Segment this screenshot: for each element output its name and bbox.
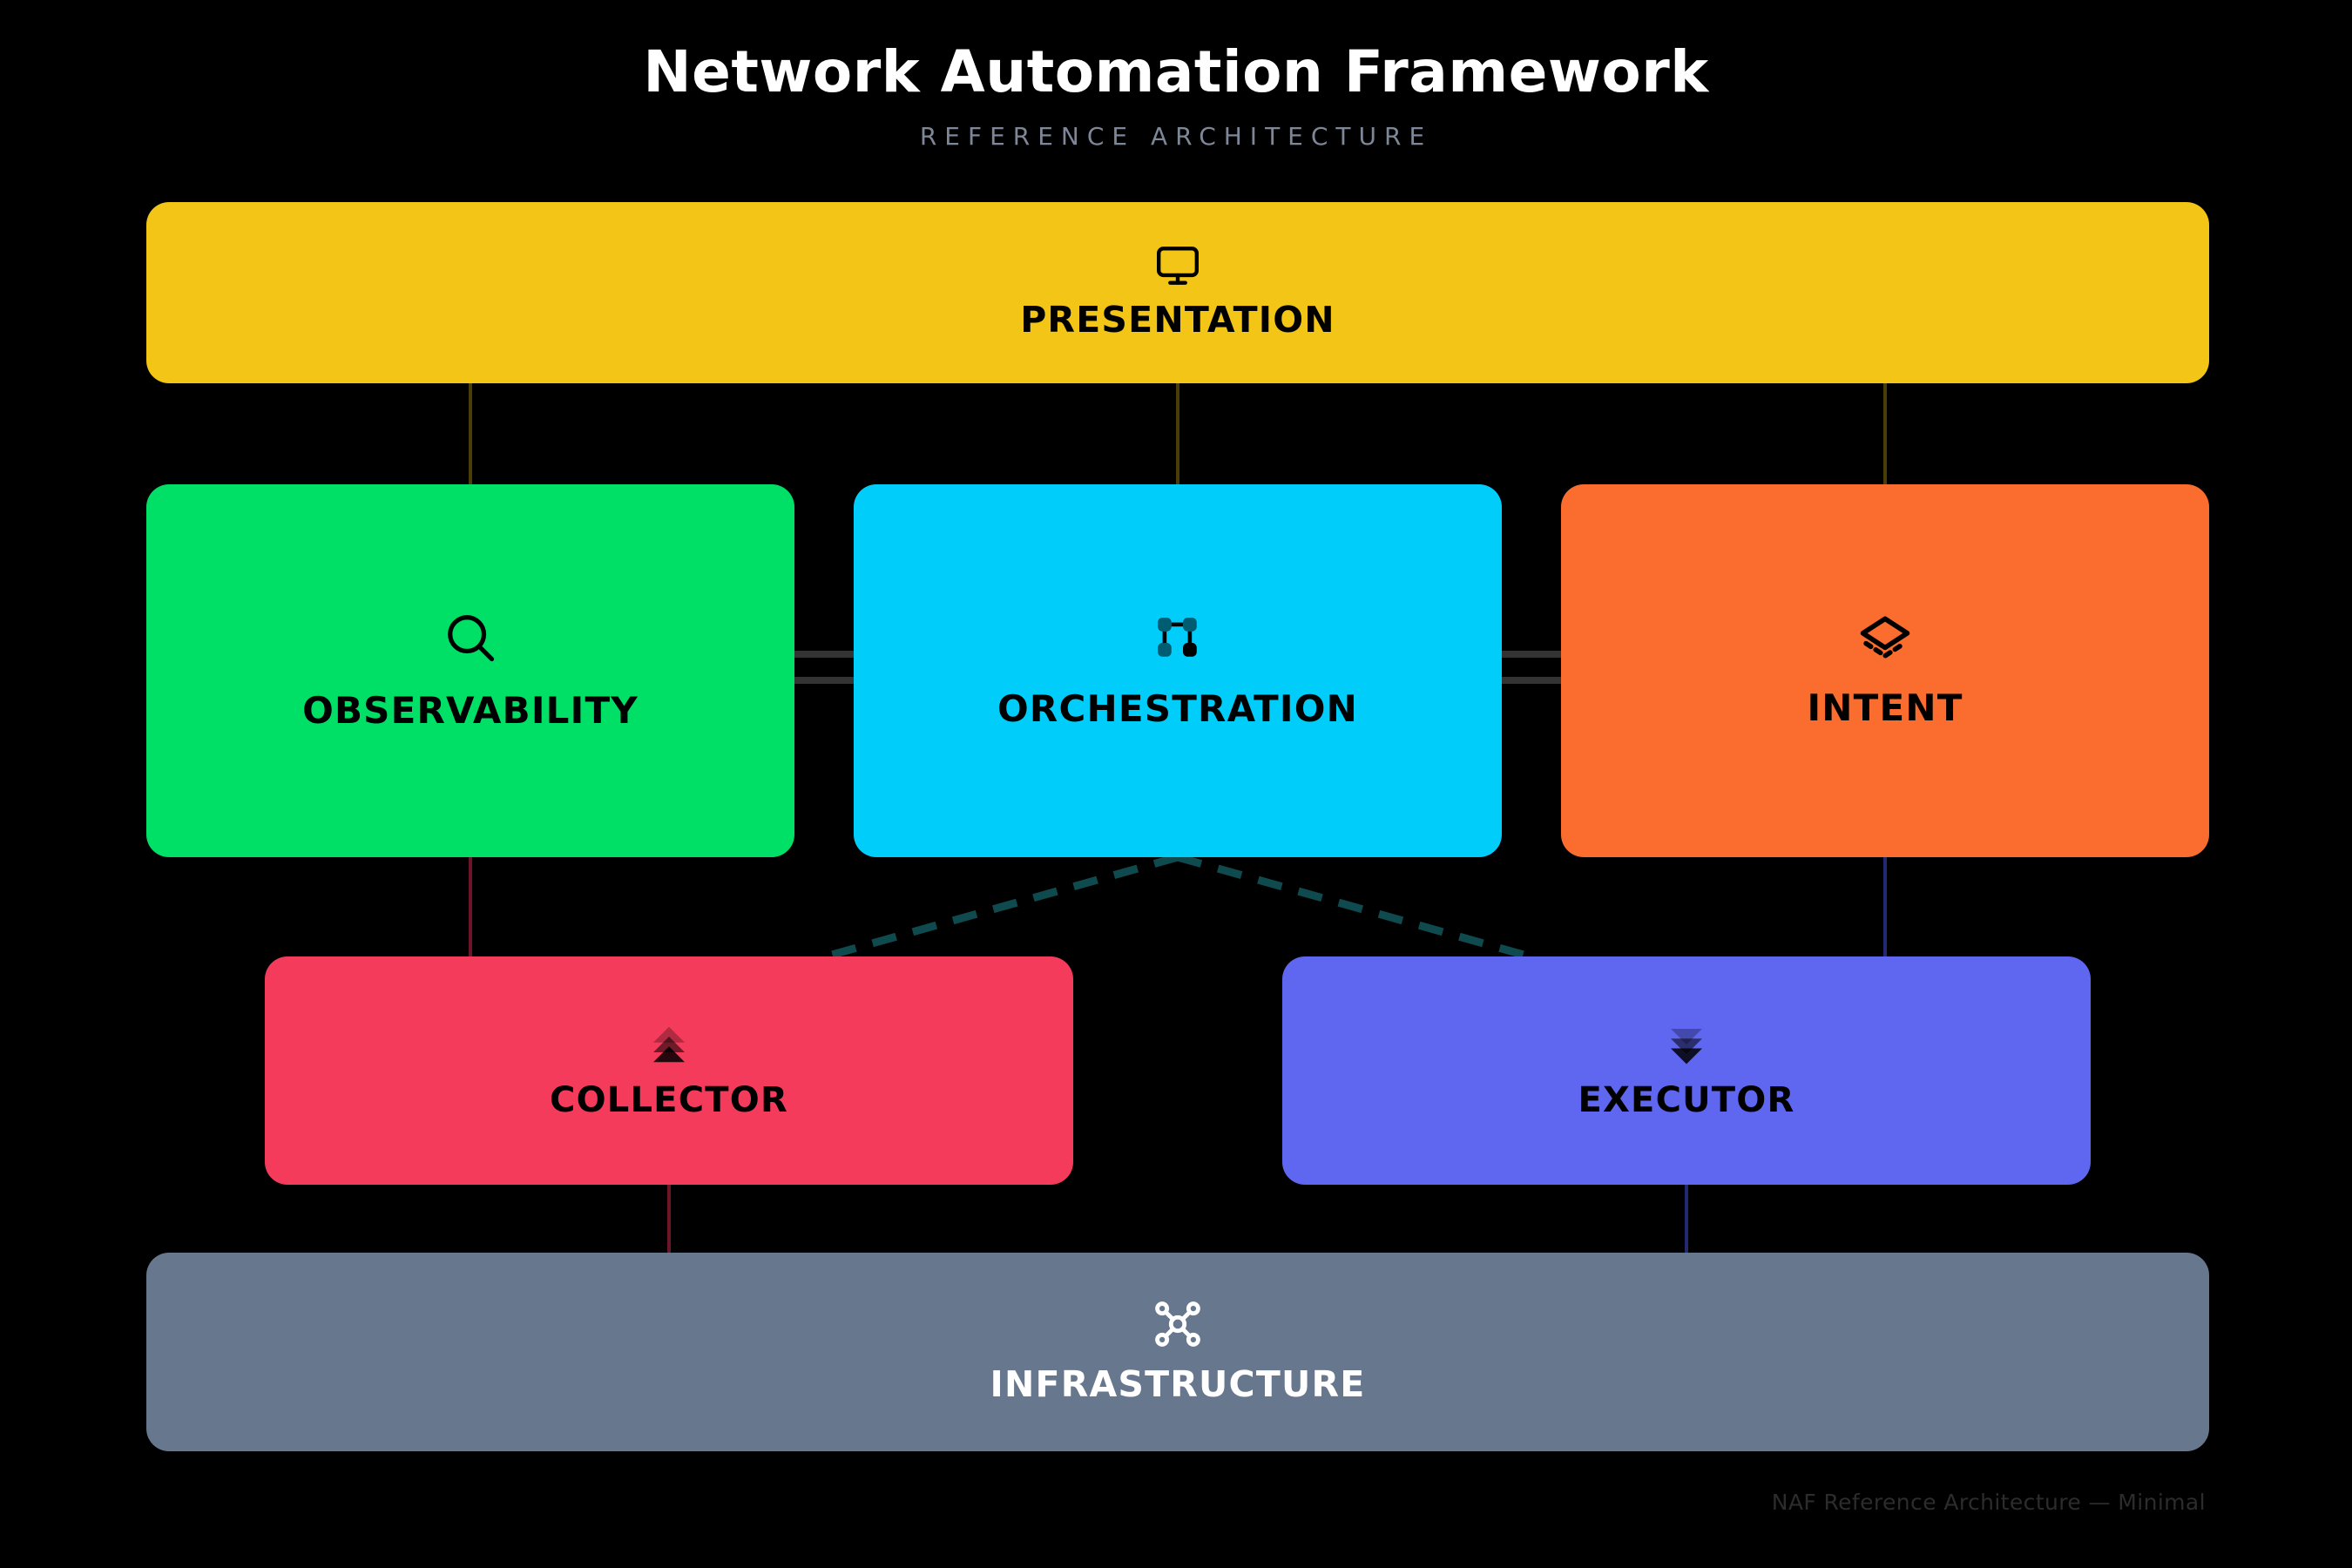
node-observability[interactable]: OBSERVABILITY xyxy=(146,484,794,857)
node-executor-label: EXECUTOR xyxy=(1578,1080,1795,1120)
node-executor[interactable]: EXECUTOR xyxy=(1282,956,2091,1185)
chevrons-up-icon xyxy=(645,1021,693,1068)
node-observability-label: OBSERVABILITY xyxy=(302,688,639,732)
nodes-icon xyxy=(1152,612,1203,663)
node-presentation[interactable]: PRESENTATION xyxy=(146,202,2209,383)
node-infrastructure-label: INFRASTRUCTURE xyxy=(990,1363,1366,1405)
node-intent[interactable]: INTENT xyxy=(1561,484,2209,857)
node-infrastructure[interactable]: INFRASTRUCTURE xyxy=(146,1253,2209,1451)
chevrons-down-icon xyxy=(1663,1021,1710,1068)
link-orchestration-collector xyxy=(824,853,1179,961)
node-collector-label: COLLECTOR xyxy=(550,1080,788,1120)
page-subtitle: REFERENCE ARCHITECTURE xyxy=(919,122,1433,151)
footer-caption: NAF Reference Architecture — Minimal xyxy=(1771,1490,2206,1515)
monitor-icon xyxy=(1154,245,1201,287)
network-hub-icon xyxy=(1152,1299,1203,1349)
node-collector[interactable]: COLLECTOR xyxy=(265,956,1073,1185)
node-orchestration[interactable]: ORCHESTRATION xyxy=(854,484,1502,857)
page-title: Network Automation Framework xyxy=(643,38,1709,105)
node-intent-label: INTENT xyxy=(1807,686,1963,729)
node-orchestration-label: ORCHESTRATION xyxy=(997,686,1358,730)
node-presentation-label: PRESENTATION xyxy=(1020,299,1335,341)
search-icon xyxy=(443,611,497,665)
link-orchestration-executor xyxy=(1176,853,1531,961)
layers-icon xyxy=(1858,613,1912,662)
